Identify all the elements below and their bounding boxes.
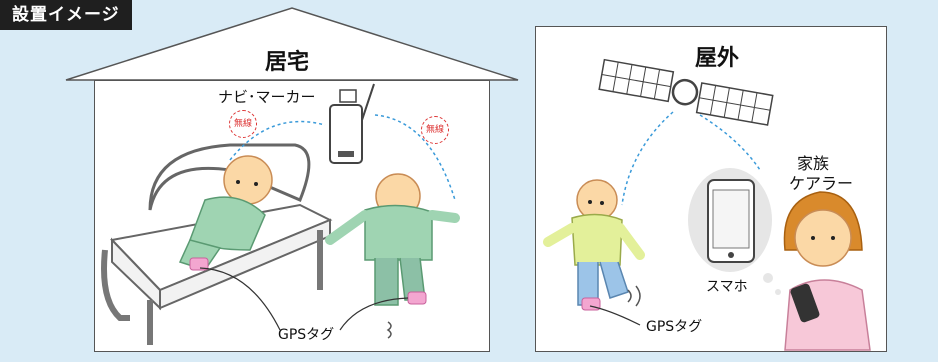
satellite-signal-right — [699, 114, 761, 171]
family-carer — [783, 191, 871, 351]
gps-tag-leader-a — [199, 267, 281, 331]
smartphone-icon — [688, 168, 781, 295]
lying-person — [178, 155, 273, 271]
family-label-line2: ケアラー — [789, 174, 854, 193]
outdoor-title: 屋外 — [695, 46, 740, 71]
navi-marker-label: ナビ･マーカー — [218, 88, 316, 106]
wireless-signal-left — [229, 120, 326, 161]
indoor-gps-tag-label: GPSタグ — [278, 327, 335, 343]
walking-person — [543, 179, 645, 311]
bed-illustration — [101, 143, 333, 345]
satellite-signal-left — [621, 111, 674, 206]
indoor-title: 居宅 — [265, 50, 310, 75]
family-label-line1: 家族 — [797, 154, 830, 173]
standing-person-back — [325, 173, 460, 339]
outdoor-gps-tag-label: GPSタグ — [646, 319, 703, 335]
gps-tag-leader-b — [339, 297, 409, 331]
wireless-signal-right — [374, 114, 456, 201]
wireless-badge-right: 無線 — [421, 116, 449, 144]
wireless-badge-left: 無線 — [229, 110, 257, 138]
navi-marker-device — [329, 83, 375, 164]
satellite-icon — [598, 58, 774, 126]
gps-tag-leader-outdoor — [589, 305, 641, 326]
phone-label: スマホ — [706, 279, 748, 295]
section-badge: 設置イメージ — [0, 0, 132, 30]
